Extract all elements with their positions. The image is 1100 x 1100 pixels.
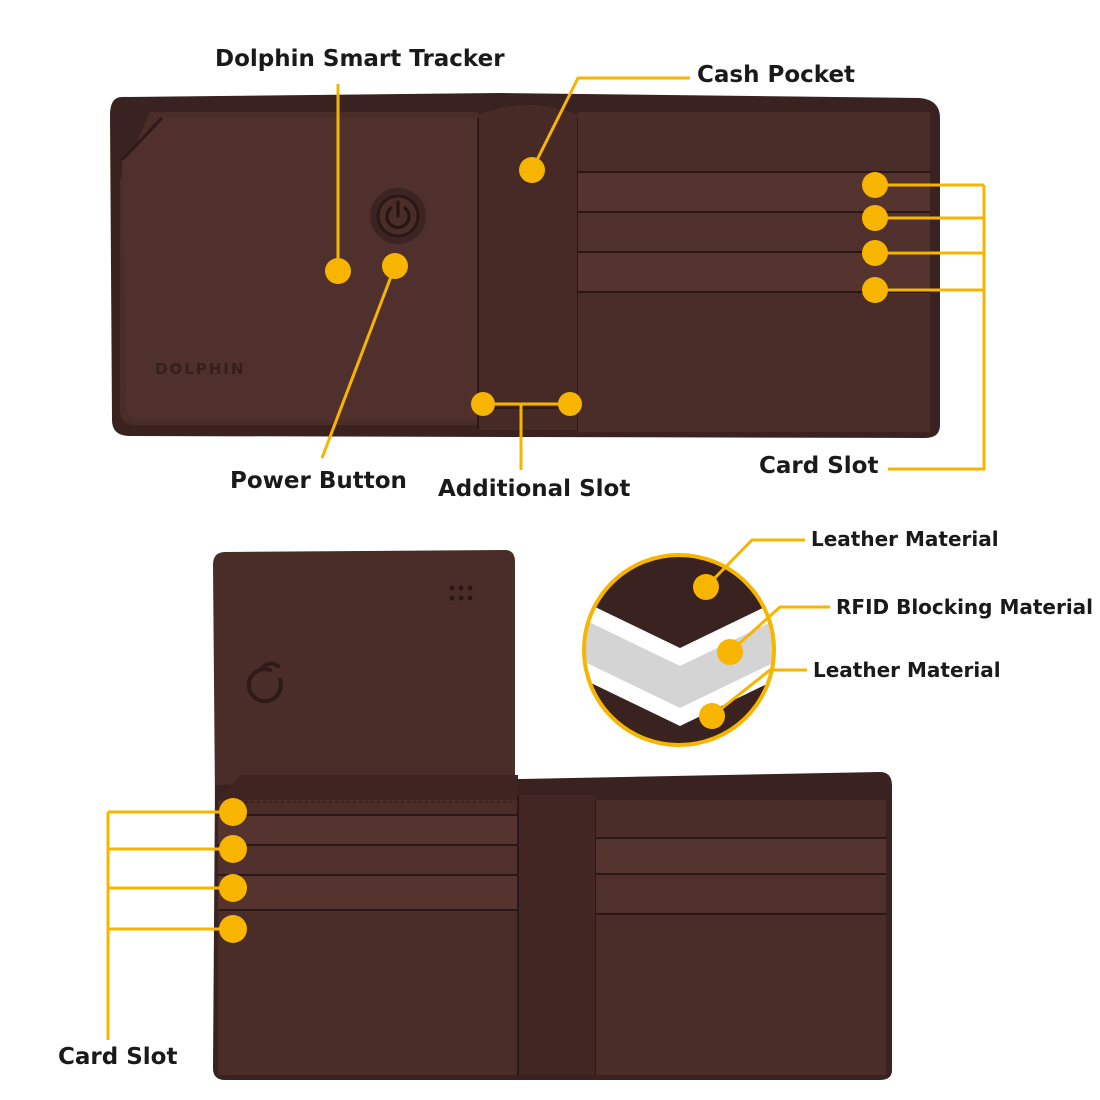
callout-dot-leather-top — [693, 574, 719, 600]
callout-dot-cash-pocket — [519, 157, 545, 183]
callout-dot-rfid — [717, 639, 743, 665]
top-wallet: DOLPHIN — [110, 93, 940, 438]
callout-dot-additional-slot-right — [558, 392, 582, 416]
callout-dot-card-slot-2 — [862, 205, 888, 231]
callout-dot-bottom-card-slot-2 — [219, 835, 247, 863]
label-dolphin-smart-tracker: Dolphin Smart Tracker — [215, 46, 505, 72]
callout-dot-tracker — [325, 258, 351, 284]
power-icon — [385, 200, 411, 229]
tracker-card — [213, 550, 515, 800]
label-power-button: Power Button — [230, 468, 407, 494]
label-additional-slot: Additional Slot — [438, 476, 631, 502]
callout-dot-card-slot-3 — [862, 240, 888, 266]
leader-lines — [106, 76, 986, 1040]
speaker-holes — [449, 585, 473, 601]
callout-dot-bottom-card-slot-3 — [219, 874, 247, 902]
callout-dots — [219, 157, 888, 943]
rfid-layer-lens — [582, 553, 776, 747]
callout-dot-additional-slot-left — [471, 392, 495, 416]
callout-dot-card-slot-1 — [862, 172, 888, 198]
rfid-layer — [584, 608, 774, 708]
callout-dot-power-button — [382, 253, 408, 279]
bottom-right-card-slots — [596, 837, 886, 915]
dolphin-logo-icon — [246, 661, 283, 704]
callout-dot-bottom-card-slot-4 — [219, 915, 247, 943]
label-card-slot-bottom: Card Slot — [58, 1044, 178, 1070]
callout-dot-leather-bottom — [699, 703, 725, 729]
label-cash-pocket: Cash Pocket — [697, 62, 856, 88]
label-leather-material-top: Leather Material — [811, 527, 999, 551]
callout-dot-bottom-card-slot-1 — [219, 798, 247, 826]
brand-stamp: DOLPHIN — [155, 360, 245, 378]
callout-dot-card-slot-4 — [862, 277, 888, 303]
bottom-wallet — [213, 550, 892, 1080]
label-card-slot-top: Card Slot — [759, 453, 879, 479]
cash-pocket-panel — [478, 105, 578, 430]
power-button-graphic — [370, 188, 426, 244]
bottom-left-card-slots — [218, 814, 518, 911]
label-leather-material-bottom: Leather Material — [813, 658, 1001, 682]
label-rfid-blocking-material: RFID Blocking Material — [836, 595, 1094, 619]
